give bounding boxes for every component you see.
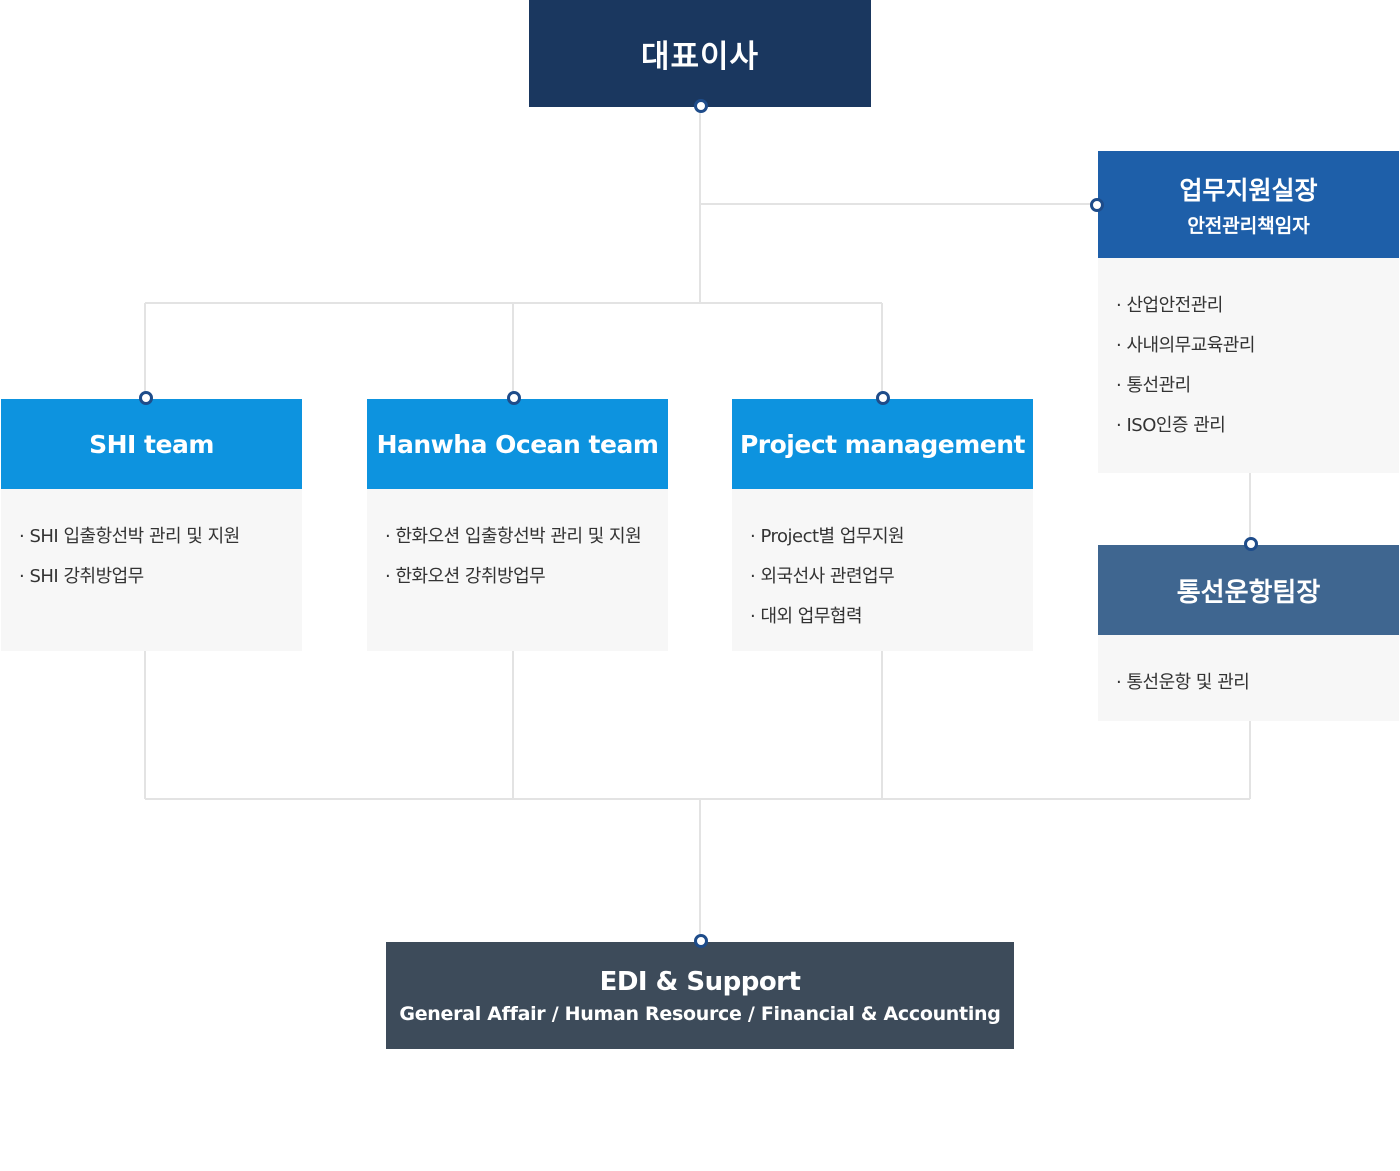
support-duties-box: 산업안전관리 사내의무교육관리 통선관리 ISO인증 관리	[1098, 258, 1399, 473]
shi-duty-item: SHI 입출항선박 관리 및 지원	[19, 517, 302, 557]
connector-dot	[1090, 198, 1104, 212]
pm-duty-item: 대외 업무협력	[750, 597, 1033, 637]
connector-dot	[694, 934, 708, 948]
support-duty-item: 사내의무교육관리	[1116, 326, 1399, 366]
support-duty-item: ISO인증 관리	[1116, 406, 1399, 446]
shi-team-title: SHI team	[89, 429, 214, 459]
edi-subtitle: General Affair / Human Resource / Financ…	[399, 1002, 1001, 1025]
hanwha-team-title: Hanwha Ocean team	[376, 429, 659, 459]
ops-duties-box: 통선운항 및 관리	[1098, 635, 1399, 721]
shi-team-box: SHI team	[1, 399, 302, 489]
connector-dot	[694, 99, 708, 113]
support-head-subtitle: 안전관리책임자	[1187, 215, 1310, 237]
ceo-title: 대표이사	[640, 39, 760, 75]
shi-duty-item: SHI 강취방업무	[19, 557, 302, 597]
pm-duty-item: Project별 업무지원	[750, 517, 1033, 557]
shi-team-duties: SHI 입출항선박 관리 및 지원 SHI 강취방업무	[1, 489, 302, 651]
hanwha-duty-item: 한화오션 강취방업무	[385, 557, 668, 597]
ceo-box: 대표이사	[529, 0, 871, 107]
connector-dot	[876, 391, 890, 405]
pm-team-title: Project management	[739, 429, 1026, 459]
ops-head-box: 통선운항팀장	[1098, 545, 1399, 635]
edi-title: EDI & Support	[599, 966, 801, 997]
support-head-box: 업무지원실장 안전관리책임자	[1098, 151, 1399, 258]
edi-support-box: EDI & Support General Affair / Human Res…	[386, 942, 1014, 1049]
pm-team-duties: Project별 업무지원 외국선사 관련업무 대외 업무협력	[732, 489, 1033, 651]
connector-dot	[1244, 537, 1258, 551]
pm-duty-item: 외국선사 관련업무	[750, 557, 1033, 597]
support-duty-item: 통선관리	[1116, 366, 1399, 406]
pm-team-box: Project management	[732, 399, 1033, 489]
connector-dot	[507, 391, 521, 405]
connector-dot	[139, 391, 153, 405]
support-duty-item: 산업안전관리	[1116, 286, 1399, 326]
ops-duty-item: 통선운항 및 관리	[1116, 663, 1399, 703]
hanwha-team-box: Hanwha Ocean team	[367, 399, 668, 489]
hanwha-duty-item: 한화오션 입출항선박 관리 및 지원	[385, 517, 668, 557]
hanwha-team-duties: 한화오션 입출항선박 관리 및 지원 한화오션 강취방업무	[367, 489, 668, 651]
ops-head-title: 통선운항팀장	[1176, 577, 1321, 608]
support-head-title: 업무지원실장	[1179, 176, 1318, 205]
